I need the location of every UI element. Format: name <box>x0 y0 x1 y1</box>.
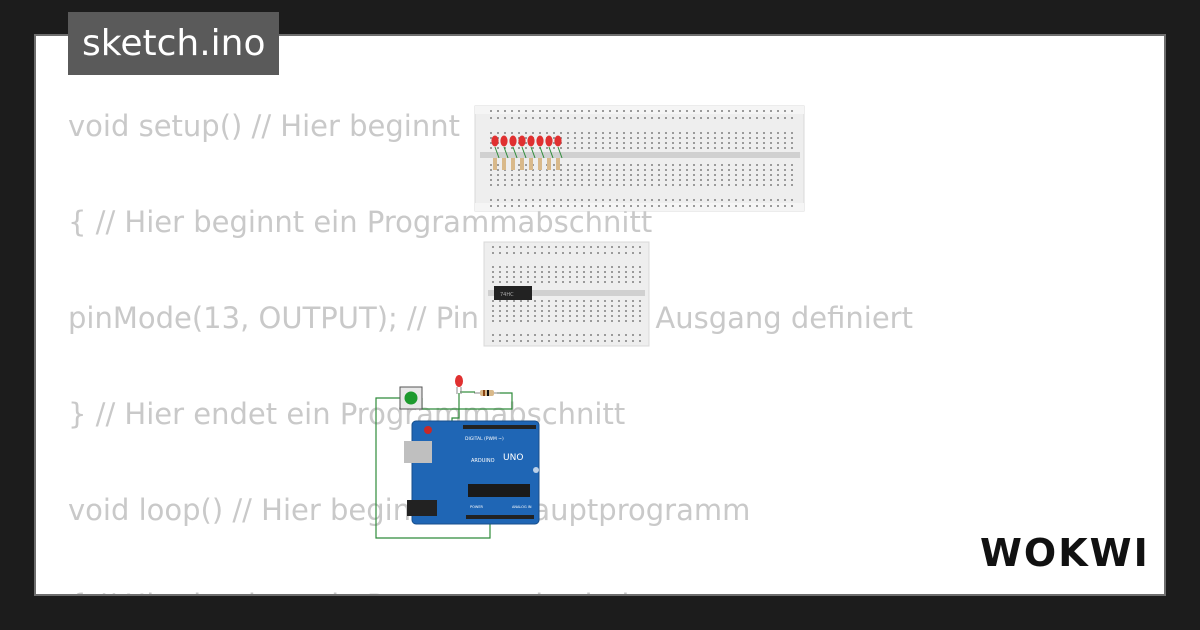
resistor <box>511 158 515 170</box>
wire <box>503 146 509 159</box>
digital-label: DIGITAL (PWM ~) <box>465 436 504 442</box>
arduino-uno-board: DIGITAL (PWM ~) UNO ARDUINO POWER ANALOG… <box>404 420 540 525</box>
resistor <box>538 158 542 170</box>
led-red <box>455 375 463 394</box>
resistor <box>556 158 560 170</box>
led-array <box>491 135 563 170</box>
code-line: { // Hier beginnt ein Programmabschnitt <box>68 587 652 594</box>
resistor <box>520 158 524 170</box>
sketch-title: sketch.ino <box>68 12 280 75</box>
logo-text: WOKWI <box>980 531 1148 575</box>
wire <box>548 146 554 159</box>
wire <box>521 146 527 159</box>
resistor <box>529 158 533 170</box>
resistor <box>547 158 551 170</box>
reset-button <box>424 426 432 434</box>
board-brand: ARDUINO <box>471 458 495 464</box>
board-model: UNO <box>503 453 523 463</box>
code-line: void setup() // Hier beginnt <box>68 109 460 143</box>
svg-text:74HC: 74HC <box>500 292 514 298</box>
resistor <box>493 158 497 170</box>
wire <box>512 146 518 159</box>
analog-label: ANALOG IN <box>512 505 532 509</box>
led <box>527 135 535 147</box>
led <box>536 135 544 147</box>
wire <box>539 146 545 159</box>
power-jack <box>407 500 437 516</box>
chip-ic <box>494 286 532 300</box>
resistor <box>474 390 500 396</box>
breadboard-large <box>474 105 805 212</box>
resistor <box>502 158 506 170</box>
led <box>545 135 553 147</box>
chip-atmega <box>468 484 530 497</box>
wokwi-logo: WOKWI <box>980 531 1148 575</box>
usb-port <box>404 441 432 463</box>
led <box>554 135 562 147</box>
led <box>518 135 526 147</box>
led <box>491 135 499 147</box>
breadboard-small: 74HC <box>483 241 650 347</box>
led <box>500 135 508 147</box>
wire <box>494 146 500 159</box>
power-label: POWER <box>470 505 484 509</box>
wire <box>557 146 563 159</box>
push-button <box>399 386 423 410</box>
wire <box>530 146 536 159</box>
led <box>509 135 517 147</box>
